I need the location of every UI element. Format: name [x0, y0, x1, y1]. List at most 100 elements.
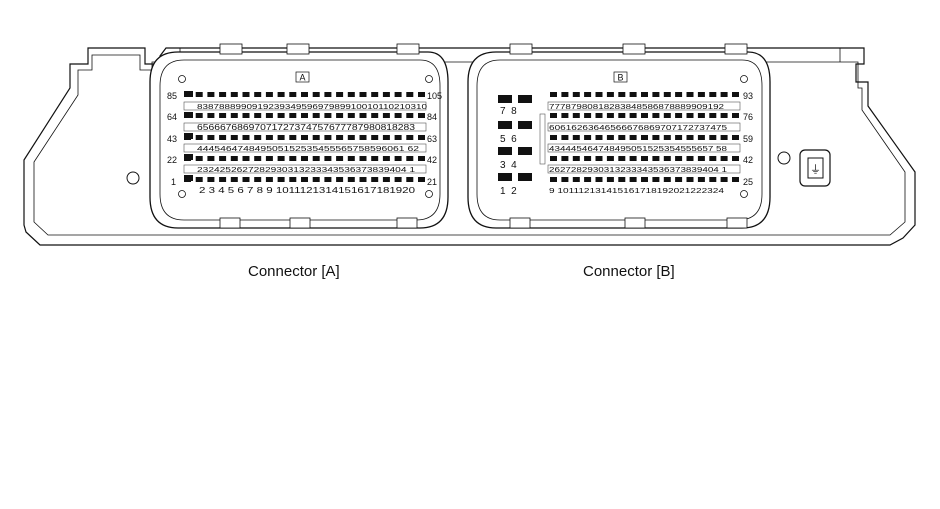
connector-a-pin	[336, 156, 344, 161]
connector-a-pin	[312, 177, 320, 182]
connector-a-row-labels-4: 2324252627282930313233343536373839404 1	[197, 167, 415, 174]
connector-b-large-pin	[498, 95, 512, 103]
connector-b-pin	[606, 135, 614, 140]
connector-a-pin	[406, 177, 414, 182]
connector-a-right-label-42: 42	[427, 155, 437, 165]
connector-b-pin	[584, 135, 592, 140]
connector-b-pin	[652, 113, 660, 118]
connector-a-pin	[254, 113, 262, 118]
connector-a-pin	[336, 135, 344, 140]
connector-a-left-label-85: 85	[167, 91, 177, 101]
connector-a-pin	[254, 177, 262, 182]
connector-b-row-labels-1: 77787980818283848586878889909192	[549, 104, 724, 111]
connector-a-pin	[382, 177, 390, 182]
connector-a-left-label-64: 64	[167, 112, 177, 122]
connector-a-pin	[324, 177, 332, 182]
connector-a-pin	[371, 113, 379, 118]
ground-terminal	[807, 157, 824, 179]
connector-a-pin	[254, 92, 262, 97]
connector-b-pin	[652, 135, 660, 140]
connector-a-row-labels-1: 8387888990919239349596979899100101102103…	[197, 104, 427, 111]
connector-b-right-label-93: 93	[743, 91, 753, 101]
connector-a-pin	[207, 156, 215, 161]
connector-a-left-label-1: 1	[171, 177, 176, 187]
connector-a-pin	[418, 113, 425, 118]
connector-a-pin	[195, 177, 203, 182]
connector-b-pin	[652, 177, 660, 182]
connector-a-pin	[312, 135, 320, 140]
connector-b-pin	[697, 156, 705, 161]
connector-a-pin	[301, 177, 308, 182]
connector-a-pin	[394, 113, 402, 118]
connector-b-pin	[709, 92, 717, 97]
connector-a-pin	[219, 92, 227, 97]
connector-a-pin	[382, 156, 390, 161]
connector-b-pin	[641, 135, 648, 140]
connector-b-right-label-59: 59	[743, 134, 753, 144]
connector-a-pin	[324, 92, 332, 97]
connector-a-pin	[406, 156, 414, 161]
connector-a-pin	[301, 92, 308, 97]
connector-b-pin	[686, 113, 694, 118]
connector-b-row-labels-2: 60616263646566676869707172737475	[549, 125, 727, 132]
connector-b-pin	[584, 92, 592, 97]
connector-b-right-label-25: 25	[743, 177, 753, 187]
connector-a-pin	[359, 92, 367, 97]
connector-a-pin	[242, 92, 250, 97]
connector-a-pin	[184, 112, 193, 118]
connector-b-pin	[595, 135, 603, 140]
connector-b-large-pin	[518, 95, 532, 103]
connector-b-large-pin	[518, 147, 532, 155]
connector-a-pin	[336, 113, 344, 118]
connector-b-pin	[652, 156, 660, 161]
connector-b-pin	[629, 177, 637, 182]
connector-a-pin	[242, 177, 250, 182]
connector-b-pair-label-7-8: 7 8	[500, 106, 517, 117]
connector-b-large-pin	[518, 121, 532, 129]
connector-b-pin	[641, 156, 648, 161]
connector-a-pin	[324, 113, 332, 118]
connector-a-pin	[265, 135, 273, 140]
connector-a-pin	[230, 92, 238, 97]
connector-b-pin	[686, 92, 694, 97]
connector-b-caption: Connector [B]	[583, 263, 675, 280]
connector-a-pin	[265, 92, 273, 97]
connector-b-pin	[629, 135, 637, 140]
connector-a-pin	[394, 92, 402, 97]
connector-b-pin	[618, 135, 626, 140]
connector-a-pin	[277, 113, 285, 118]
connector-b-right-label-76: 76	[743, 112, 753, 122]
connector-b-pin	[595, 113, 603, 118]
connector-b-pin	[675, 156, 683, 161]
connector-b-pin	[675, 135, 683, 140]
connector-a-pin	[359, 156, 367, 161]
connector-b-pin	[720, 135, 728, 140]
connector-b-pin	[618, 156, 626, 161]
connector-a-pin	[406, 113, 414, 118]
connector-a-pin	[312, 156, 320, 161]
connector-a-pin	[207, 92, 215, 97]
connector-a-pin	[195, 113, 203, 118]
connector-b-pin	[572, 177, 580, 182]
connector-a-pin	[184, 91, 193, 97]
connector-b-row-labels-4: 2627282930313233343536373839404 1	[549, 167, 727, 174]
connector-b-pin	[584, 113, 592, 118]
connector-b-pin	[550, 135, 557, 140]
connector-a-pin	[184, 133, 193, 139]
connector-a-pin	[359, 177, 367, 182]
connector-b-pin	[652, 92, 660, 97]
connector-b-pin	[663, 92, 671, 97]
connector-a-pin	[230, 135, 238, 140]
connector-b-pin	[697, 113, 705, 118]
connector-b-pin	[709, 177, 717, 182]
connector-a-pin	[406, 135, 414, 140]
connector-b-pin	[629, 92, 637, 97]
connector-b-pin	[561, 92, 569, 97]
connector-a-caption: Connector [A]	[248, 263, 340, 280]
connector-b-pin	[686, 177, 694, 182]
connector-a-pin	[347, 92, 355, 97]
connector-b: B 7 8 5 6 3 4 1 2 93 76 59 42 25 7778798…	[467, 43, 771, 229]
connector-b-pin	[732, 113, 739, 118]
connector-b-pair-label-3-4: 3 4	[500, 160, 517, 171]
connector-b-pin	[675, 92, 683, 97]
